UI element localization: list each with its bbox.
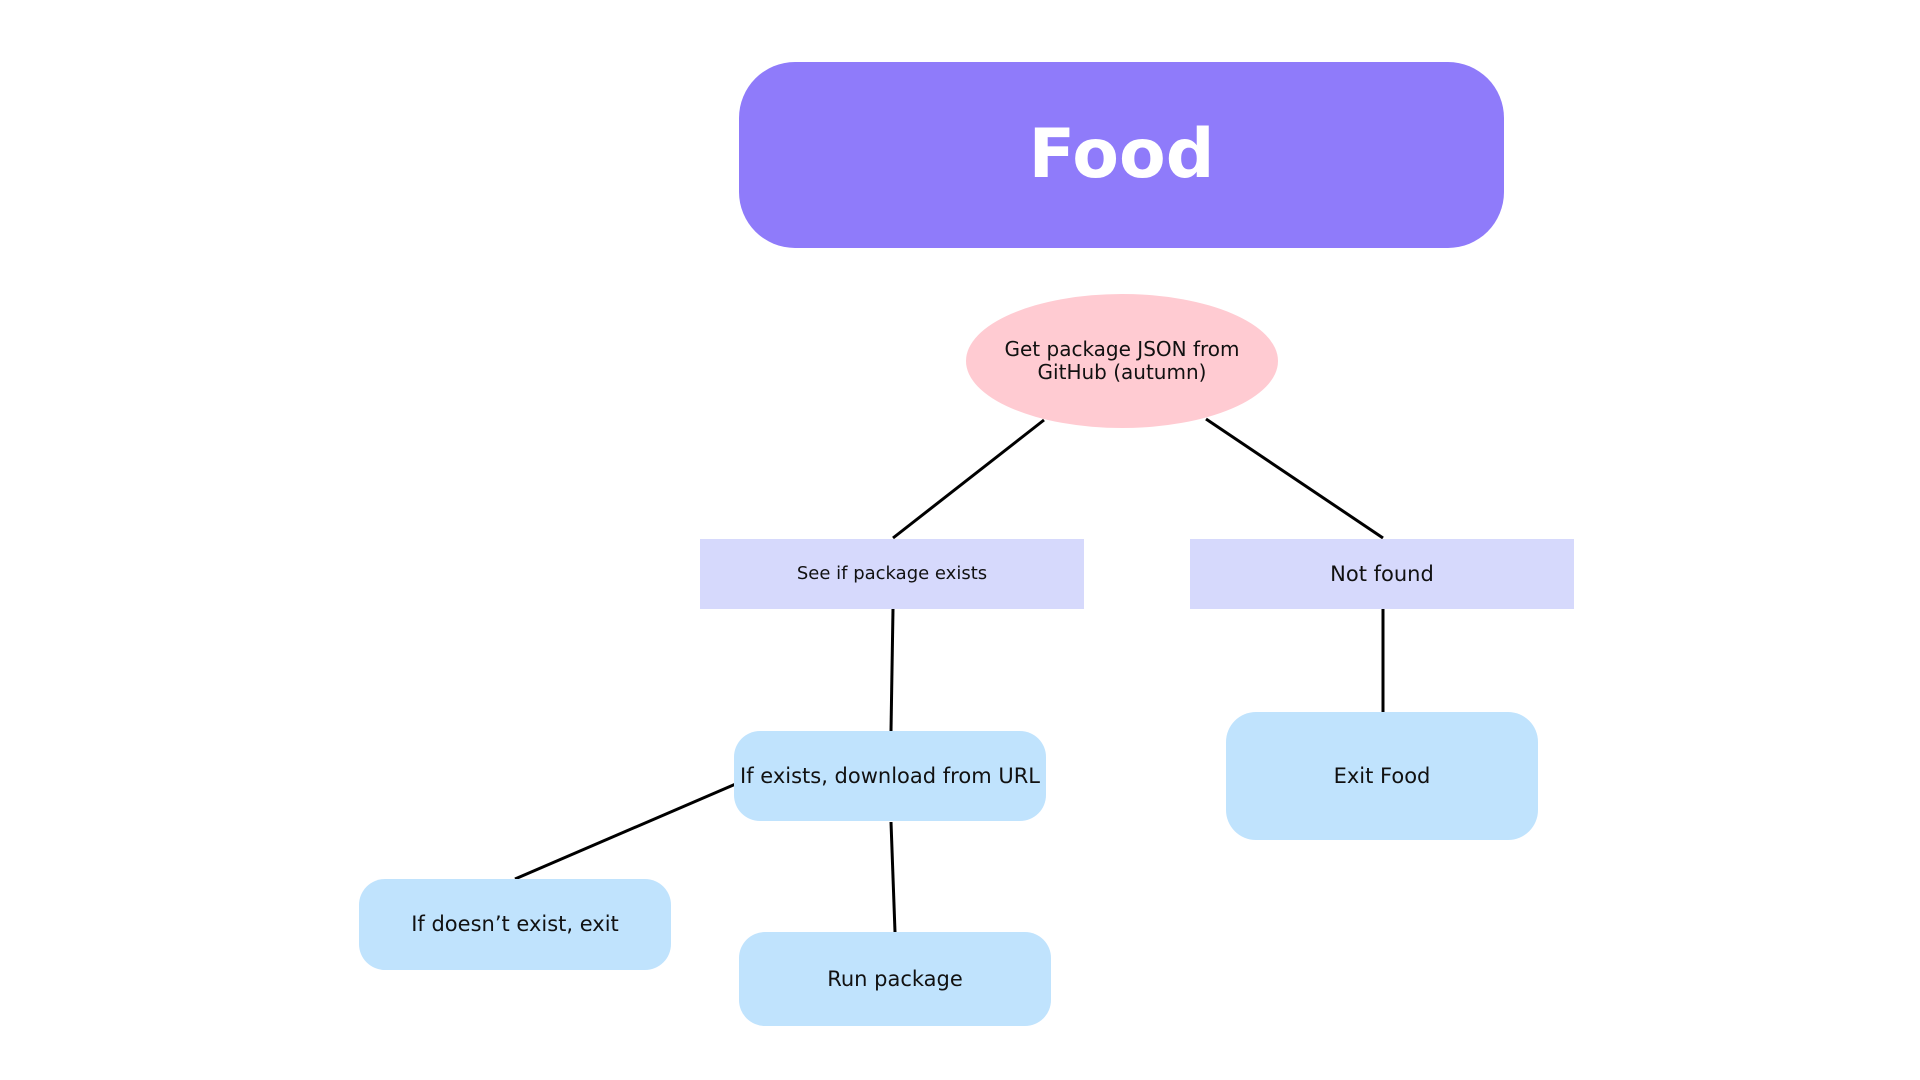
doesnt-exist-node: If doesn’t exist, exit [359,879,671,970]
not-found-node: Not found [1190,539,1574,609]
download-node: If exists, download from URL [734,731,1046,821]
title-node: Food [739,62,1504,248]
connector-exists-to-download [889,608,895,732]
exit-food-node: Exit Food [1226,712,1538,840]
get-package-node: Get package JSON from GitHub (autumn) [966,294,1278,428]
connector-download-to-noexist [514,781,739,881]
connector-get-to-notfound [1205,417,1384,540]
see-if-exists-node: See if package exists [700,539,1084,609]
run-package-node: Run package [739,932,1051,1026]
connector-get-to-exists [892,418,1045,540]
connector-download-to-run [889,821,897,933]
